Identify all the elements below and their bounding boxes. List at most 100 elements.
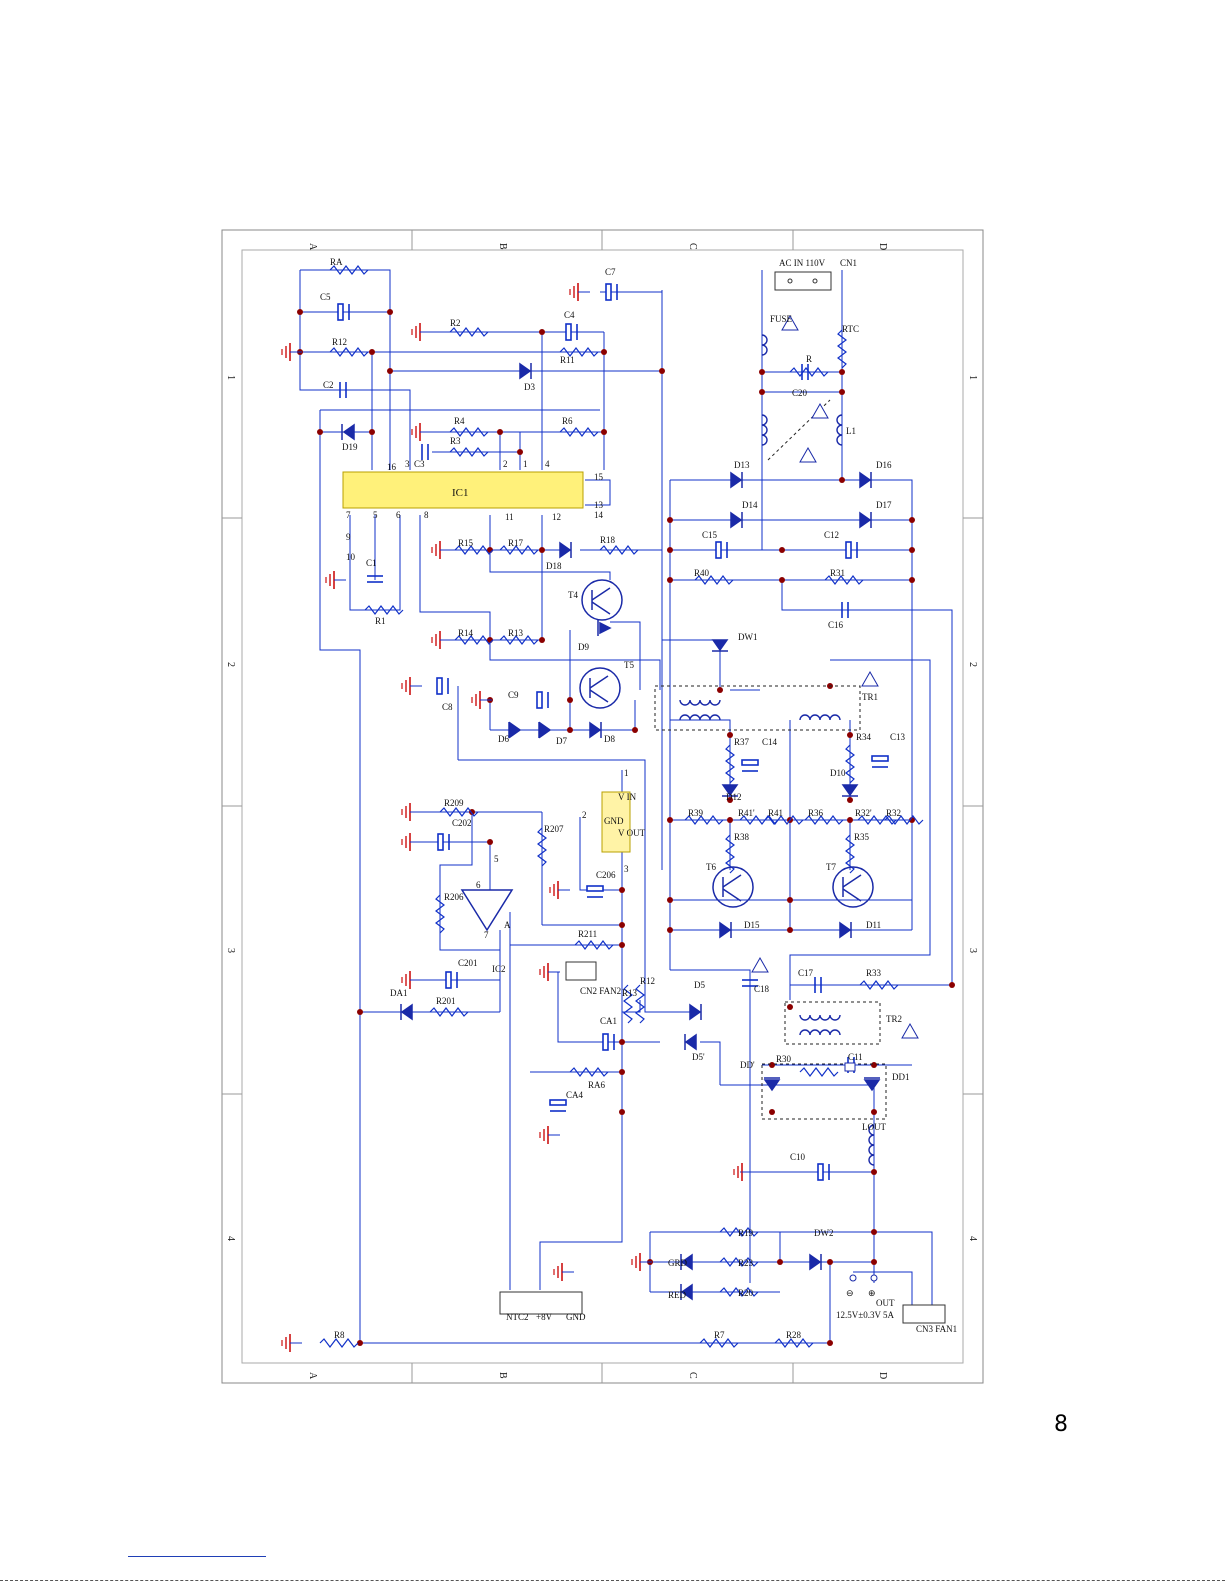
cn2-label: CN2 FAN2 (580, 986, 621, 996)
label-r41: R41 (768, 808, 783, 818)
zone-col-c-bottom: C (687, 1372, 698, 1379)
label-r40: R40 (694, 568, 710, 578)
resistors (319, 265, 924, 1348)
label-tr2: TR2 (886, 1014, 902, 1024)
ic1-pin: 2 (503, 459, 508, 469)
label-c9: C9 (508, 690, 519, 700)
ground-icon (401, 970, 423, 990)
label-r12: R12 (332, 337, 347, 347)
zone-col-a-top: A (307, 243, 318, 251)
label-dw2: DW2 (814, 1228, 834, 1238)
reg-pin2: 2 (582, 810, 587, 820)
ground-icon (281, 342, 303, 362)
r-label: R (806, 354, 812, 364)
zone-row-2-left: 2 (225, 662, 236, 667)
ground-icon (281, 1333, 303, 1353)
label-d14: D14 (742, 500, 758, 510)
label-c8: C8 (442, 702, 453, 712)
label-r14: R14 (458, 628, 474, 638)
footnote-rule (128, 1556, 266, 1557)
label-d9: D9 (578, 642, 589, 652)
ic2-opamp (460, 889, 514, 932)
lout-label: LOUT (862, 1122, 886, 1132)
ic1-pin: 10 (346, 552, 356, 562)
label-r34: R34 (856, 732, 872, 742)
label-t4: T4 (568, 590, 578, 600)
label-r6: R6 (562, 416, 573, 426)
ic1-pin: 13 (594, 500, 604, 510)
label-d7: D7 (556, 736, 567, 746)
label-d13: D13 (734, 460, 750, 470)
label-c7: C7 (605, 267, 616, 277)
label-ca4: CA4 (566, 1090, 584, 1100)
transistor-t4-icon (581, 579, 623, 621)
label-c2: C2 (323, 380, 334, 390)
zone-row-3-right: 3 (967, 948, 978, 953)
triangle-marker-icon (781, 314, 799, 331)
label-r23: R23 (738, 1258, 754, 1268)
ntc2-gnd-label: GND (566, 1312, 586, 1322)
label-r12b: R12 (640, 976, 655, 986)
label-r13b: R13 (622, 988, 638, 998)
transistors (579, 579, 874, 908)
zone-col-b-top: B (497, 243, 508, 250)
label-r36: R36 (808, 808, 824, 818)
page-cut-line (0, 1580, 1225, 1581)
zone-col-a-bottom: A (307, 1372, 318, 1380)
label-t7: T7 (826, 862, 836, 872)
ground-icon (431, 540, 453, 560)
label-c16: C16 (828, 620, 844, 630)
label-ra: RA (330, 257, 343, 267)
ground-icon (431, 630, 453, 650)
l1-label: L1 (846, 426, 856, 436)
ic1-pin: 16 (387, 462, 397, 472)
fuse-coil-icon (761, 334, 768, 356)
label-d3: D3 (524, 382, 535, 392)
ground-icon (471, 690, 493, 710)
label-d19: D19 (342, 442, 358, 452)
label-r8: R8 (334, 1330, 345, 1340)
label-c202: C202 (452, 818, 472, 828)
label-r35: R35 (854, 832, 870, 842)
label-r11: R11 (560, 355, 575, 365)
label-dd1: DD1 (892, 1072, 910, 1082)
label-d18: D18 (546, 561, 562, 571)
ic1-pin: 12 (552, 512, 561, 522)
label-r201: R201 (436, 996, 456, 1006)
capacitors (337, 283, 889, 1181)
transformer-outlines (654, 399, 887, 1120)
output-minus-terminal-icon (849, 1274, 857, 1282)
label-d10: D10 (830, 768, 846, 778)
label-c17: C17 (798, 968, 814, 978)
reg-pin3: 3 (624, 864, 629, 874)
label-c13: C13 (890, 732, 906, 742)
label-c14: C14 (762, 737, 778, 747)
ic1-pin: 1 (523, 459, 528, 469)
warning-triangles (751, 314, 919, 1039)
label-d16: D16 (876, 460, 892, 470)
zone-col-d-top: D (877, 243, 888, 250)
label-r30: R30 (776, 1054, 792, 1064)
ic1-pin: 9 (346, 532, 351, 542)
ground-icon (411, 422, 433, 442)
transistor-t5-icon (579, 667, 621, 709)
input-label: AC IN 110V (779, 258, 826, 268)
label-c3: C3 (414, 459, 425, 469)
output-plus-label: ⊕ (868, 1288, 876, 1298)
label-c18: C18 (754, 984, 770, 994)
regulator-box (601, 791, 631, 853)
ground-icon (401, 832, 423, 852)
cn1-connector (774, 271, 832, 291)
ic1-pin: 15 (594, 472, 604, 482)
ntc2-label: NTC2 (506, 1312, 529, 1322)
ground-icon (401, 676, 423, 696)
triangle-marker-icon (861, 670, 879, 687)
label-d6: D6 (498, 734, 509, 744)
cn3-label: CN3 FAN1 (916, 1324, 957, 1334)
ic1-pin: 14 (594, 510, 604, 520)
ic2-pin: A (504, 920, 511, 930)
label-r206: R206 (444, 892, 464, 902)
drawing-frame: A B C D A B C D 1 2 3 4 1 2 3 4 (221, 229, 984, 1384)
label-c15: C15 (702, 530, 718, 540)
transistor-t6-icon (712, 866, 754, 908)
